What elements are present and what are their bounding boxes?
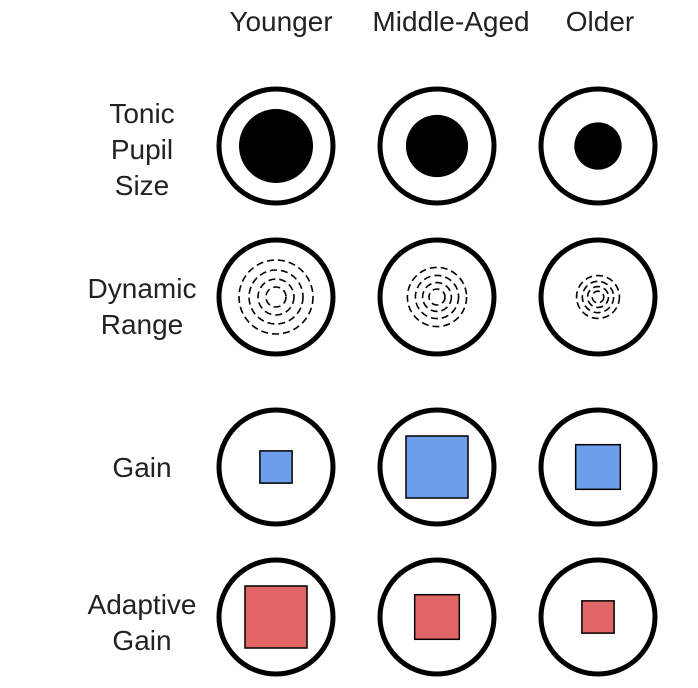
row-label-adaptive-gain: Adaptive Gain: [42, 587, 242, 659]
dashed-ring-range-younger: [257, 278, 295, 316]
row-label-line: Gain: [112, 452, 172, 483]
outer-circle: [538, 237, 658, 357]
gain-square-gain-older: [574, 443, 622, 491]
pupil-disc-pupil-younger: [239, 109, 313, 183]
dashed-ring-range-middle-aged: [406, 266, 468, 328]
dashed-ring-range-older: [591, 290, 605, 304]
column-label-middle-aged: Middle-Aged: [372, 6, 530, 37]
row-label-line: Size: [114, 170, 170, 201]
gain-square-gain-younger: [259, 450, 293, 484]
row-label-dynamic-range: Dynamic Range: [42, 271, 242, 343]
column-label-older: Older: [565, 6, 635, 37]
row-label-line: Gain: [112, 625, 172, 656]
row-label-line: Range: [100, 309, 184, 340]
gain-square-adaptive-middle-aged: [413, 593, 461, 641]
row-label-line: Pupil: [110, 134, 174, 165]
gain-square-adaptive-older: [581, 600, 615, 634]
dashed-ring-range-middle-aged: [421, 281, 453, 313]
outer-circle: [377, 237, 497, 357]
row-label-gain: Gain: [42, 450, 242, 486]
pupil-disc-pupil-older: [574, 122, 622, 170]
dashed-ring-range-middle-aged: [414, 274, 460, 320]
pupil-disc-pupil-middle-aged: [405, 114, 469, 178]
gain-square-gain-middle-aged: [405, 435, 469, 499]
row-label-line: Adaptive: [87, 589, 197, 620]
outer-circle: [216, 237, 336, 357]
dashed-ring-range-older: [575, 274, 621, 320]
dashed-ring-range-middle-aged: [428, 288, 446, 306]
column-label-younger: Younger: [229, 6, 333, 37]
row-label-line: Tonic: [109, 98, 175, 129]
row-label-line: Dynamic: [87, 273, 197, 304]
dashed-ring-range-older: [586, 285, 610, 309]
dashed-ring-range-younger: [248, 269, 304, 325]
row-label-tonic-pupil-size: Tonic Pupil Size: [42, 96, 242, 204]
dashed-ring-range-younger: [265, 286, 287, 308]
dashed-ring-range-older: [581, 280, 615, 314]
gain-square-adaptive-younger: [244, 585, 308, 649]
dashed-ring-range-younger: [238, 259, 314, 335]
